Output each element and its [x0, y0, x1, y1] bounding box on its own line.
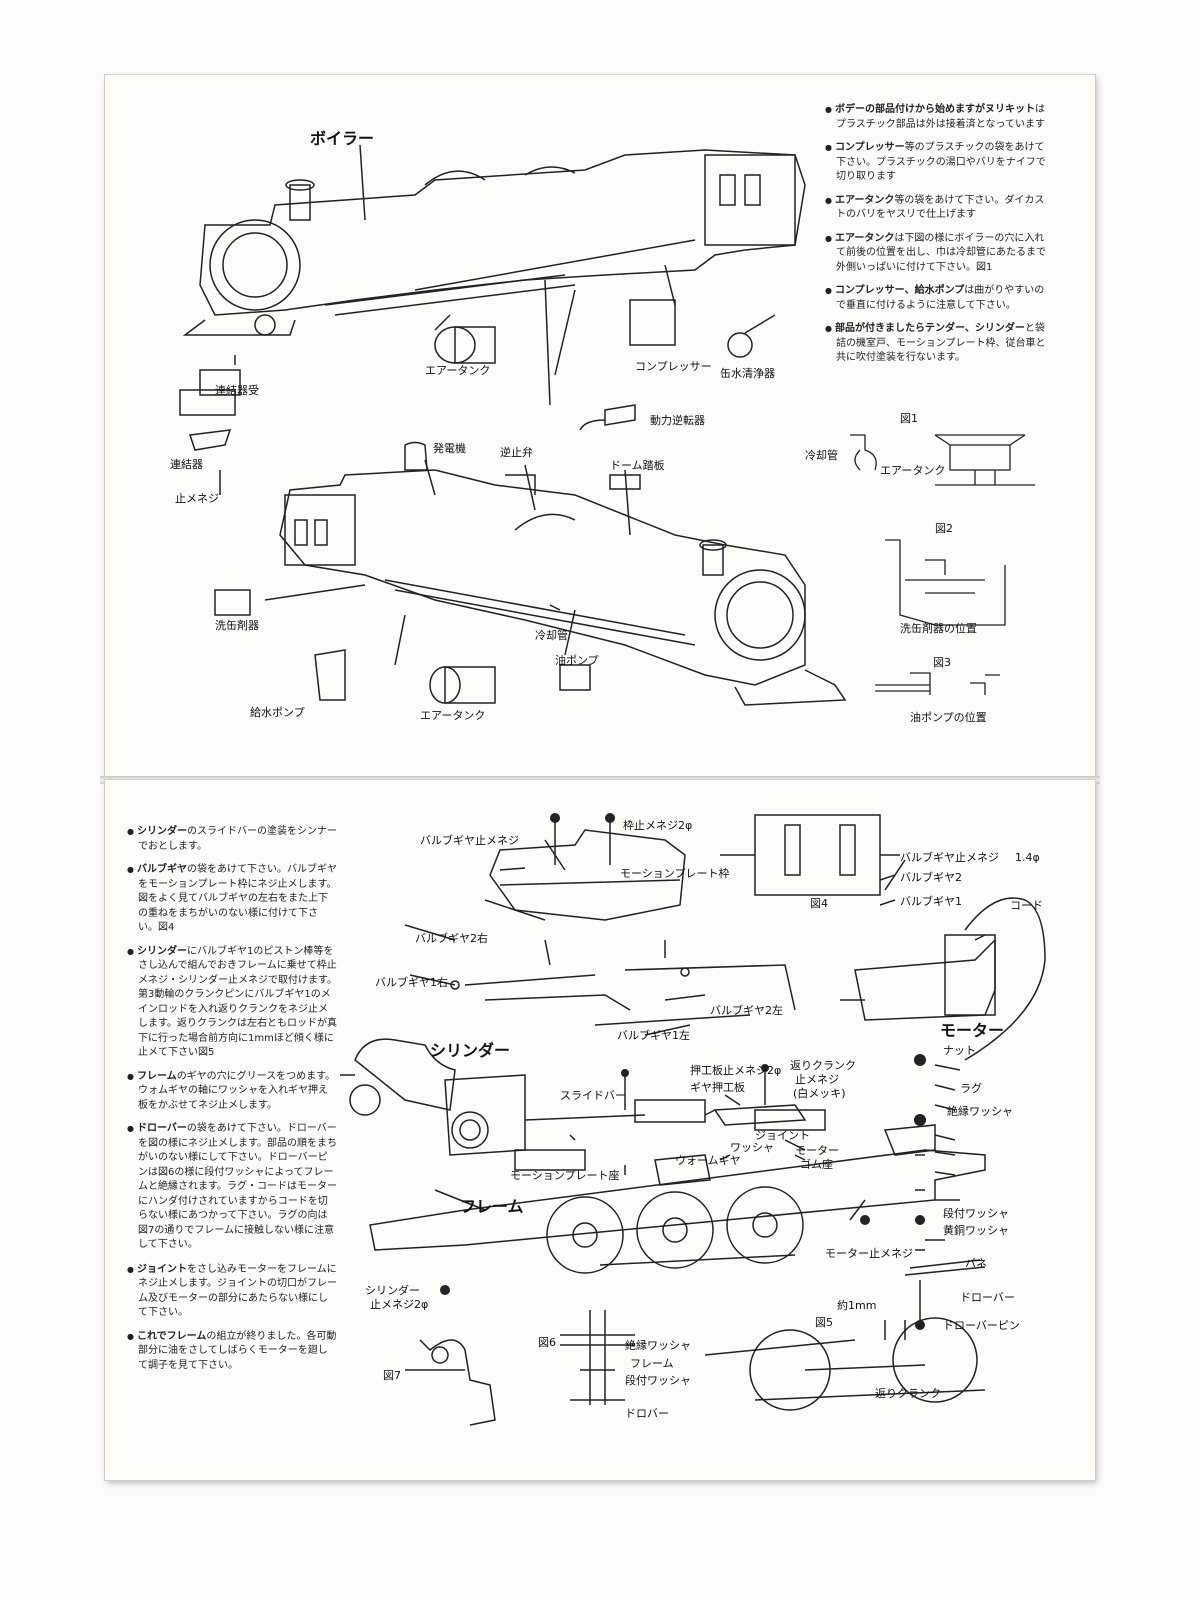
bottom-note-7: これでフレームの組立が終りました。各可動部分に油をさしてしばらくモーターを廻して…: [127, 1330, 337, 1374]
label-cord: コード: [1010, 899, 1043, 912]
label-worm-gear: ウォームギヤ: [675, 1154, 741, 1167]
label-air-tank-upper: エアータンク: [425, 364, 491, 377]
label-motor-stop-screw: モーター止メネジ: [825, 1247, 913, 1260]
bottom-note-3: シリンダーにバルブギヤ1のピストン棒等をさし込んで組んでおきフレームに乗せて枠止…: [127, 945, 337, 1061]
top-note-3: エアータンク等の袋をあけて下さい。ダイカストのバリをヤスリで仕上げます: [825, 194, 1050, 223]
label-valve-gear-1-right: バルブギヤ1右: [375, 976, 448, 989]
label-nut: ナット: [943, 1044, 976, 1057]
fig6-title: 図6: [538, 1336, 556, 1349]
label-compressor: コンプレッサー: [635, 360, 712, 373]
fig1-tank-label: エアータンク: [880, 464, 946, 477]
label-power-reverser: 動力逆転器: [650, 414, 705, 427]
label-motor: モーター: [940, 1021, 1005, 1040]
top-note-5: コンプレッサー、給水ポンプは曲がりやすいので垂直に付けるように注意して下さい。: [825, 284, 1050, 313]
label-can-cleaner: 缶水清浄器: [720, 367, 775, 380]
fig1-cooling-label: 冷却管: [805, 449, 838, 462]
label-drawbar: ドローバー: [960, 1291, 1015, 1304]
label-valve-gear-2-right: バルブギヤ2右: [415, 932, 488, 945]
top-note-6: 部品が付きましたらテンダー、シリンダーと袋詰の機室戸、モーションプレート枠、従台…: [825, 322, 1050, 366]
label-feed-pump: 給水ポンプ: [250, 706, 305, 719]
label-drawbar-pin: ドローバーピン: [943, 1319, 1020, 1332]
label-pusher-screw: 押工板止メネジ2φ: [690, 1064, 782, 1077]
label-motion-plate-seat: モーションプレート座: [510, 1169, 620, 1182]
bottom-note-6: ジョイントをさし込みモーターをフレームにネジ止メします。ジョイントの切口がフレー…: [127, 1263, 337, 1321]
fig3-title: 図3: [933, 656, 951, 669]
fig5-crank-label: 返りクランク: [875, 1387, 941, 1400]
label-cooling-pipe: 冷却管: [535, 629, 568, 642]
label-cylinder: シリンダー: [430, 1041, 511, 1060]
boiler-exploded-diagram: [179, 144, 1035, 706]
fig5-dimension: 約1mm: [837, 1299, 877, 1312]
fig6-stepped-label: 段付ワッシャ: [625, 1374, 691, 1387]
bottom-note-5: ドローバーの袋をあけて下さい。ドローバーを図の様にネジ止メします。部品の順をまち…: [127, 1122, 337, 1253]
label-cylinder-stop-1: シリンダー: [365, 1284, 420, 1297]
label-valve-gear-2-left: バルブギヤ2左: [710, 1004, 783, 1017]
label-lug: ラグ: [960, 1082, 982, 1095]
label-washer: ワッシャ: [730, 1141, 774, 1154]
fig6-frame-label: フレーム: [630, 1357, 674, 1370]
label-frame-stop-screw: 枠止メネジ2φ: [623, 819, 693, 832]
label-check-valve: 逆止弁: [500, 446, 533, 459]
top-note-4: エアータンクは下図の様にボイラーの穴に入れて前後の位置を出し、巾は冷却管にあたる…: [825, 232, 1050, 276]
label-boiler: ボイラー: [310, 129, 375, 148]
label-generator: 発電機: [433, 442, 466, 455]
bottom-note-4: フレームのギヤの穴にグリースをつめます。ウォムギヤの軸にワッシャを入れギヤ押え板…: [127, 1070, 337, 1114]
label-valve-gear-stop-screw-2: バルブギヤ止メネジ: [900, 851, 999, 864]
top-instructions: ボデーの部品付けから始めますがヌリキットはプラスチック部品は外は接着済となってい…: [825, 103, 1050, 375]
fig1-title: 図1: [900, 412, 918, 425]
label-cylinder-stop-2: 止メネジ2φ: [370, 1298, 429, 1311]
label-rubber-seat: ゴム座: [800, 1158, 833, 1171]
label-return-crank: 返りクランク: [790, 1059, 856, 1072]
label-insulating-washer: 絶縁ワッシャ: [947, 1105, 1013, 1118]
label-spring: バネ: [965, 1257, 987, 1270]
label-coupler-receiver: 連結器受: [215, 384, 259, 397]
top-note-2: コンプレッサー等のプラスチックの袋をあけて下さい。プラスチックの湯口やバリをナイ…: [825, 141, 1050, 185]
frame-exploded-diagram: [340, 813, 1046, 1426]
label-slide-bar: スライドバー: [560, 1089, 626, 1102]
fig2-caption: 洗缶剤器の位置: [900, 622, 977, 635]
fig6-drawbar-label: ドロバー: [625, 1407, 669, 1420]
fig4-title: 図4: [810, 897, 828, 910]
top-note-1: ボデーの部品付けから始めますがヌリキットはプラスチック部品は外は接着済となってい…: [825, 103, 1050, 132]
label-stop-screw: 止メネジ: [175, 492, 219, 505]
label-size-14: 1.4φ: [1015, 851, 1040, 864]
fig2-title: 図2: [935, 522, 953, 535]
label-valve-gear-stop-screw: バルブギヤ止メネジ: [420, 834, 519, 847]
label-brass-washer: 黄銅ワッシャ: [943, 1224, 1009, 1237]
label-joint: ジョイント: [755, 1129, 810, 1142]
label-gear-pusher: ギヤ押工板: [690, 1081, 745, 1094]
label-valve-gear-1: バルブギヤ1: [900, 895, 962, 908]
label-coupler: 連結器: [170, 458, 203, 471]
label-white-plating: (白メッキ): [793, 1087, 846, 1100]
top-sheet: ボイラー エアータンク コンプレッサー 缶水清浄器 連結器受 動力逆転器 連結器…: [105, 75, 1095, 780]
fig6-insulating-label: 絶縁ワッシャ: [625, 1339, 691, 1352]
fig5-title: 図5: [815, 1316, 833, 1329]
label-valve-gear-2: バルブギヤ2: [900, 871, 962, 884]
label-motor-rubber-1: モーター: [795, 1144, 839, 1157]
label-stepped-washer: 段付ワッシャ: [943, 1207, 1009, 1220]
bottom-note-2: バルブギヤの袋をあけて下さい。バルブギヤをモーションプレート枠にネジ止メします。…: [127, 863, 337, 936]
bottom-note-1: シリンダーのスライドバーの塗装をシンナーでおとします。: [127, 825, 337, 854]
bottom-instructions: シリンダーのスライドバーの塗装をシンナーでおとします。 バルブギヤの袋をあけて下…: [127, 825, 337, 1382]
label-frame: フレーム: [460, 1197, 524, 1216]
fig3-caption: 油ポンプの位置: [910, 711, 987, 724]
bottom-sheet: バルブギヤ止メネジ 枠止メネジ2φ モーションプレート枠 バルブギヤ2右 バルブ…: [105, 780, 1095, 1480]
label-air-tank-lower: エアータンク: [420, 709, 486, 722]
fig7-title: 図7: [383, 1369, 401, 1382]
label-dome-footplate: ドーム踏板: [610, 459, 665, 472]
label-return-crank-screw: 止メネジ: [795, 1073, 839, 1086]
label-oil-pump: 油ポンプ: [555, 654, 599, 667]
label-can-cleaner-2: 洗缶剤器: [215, 619, 259, 632]
label-motion-plate-frame: モーションプレート枠: [620, 867, 730, 880]
label-valve-gear-1-left: バルブギヤ1左: [617, 1029, 690, 1042]
